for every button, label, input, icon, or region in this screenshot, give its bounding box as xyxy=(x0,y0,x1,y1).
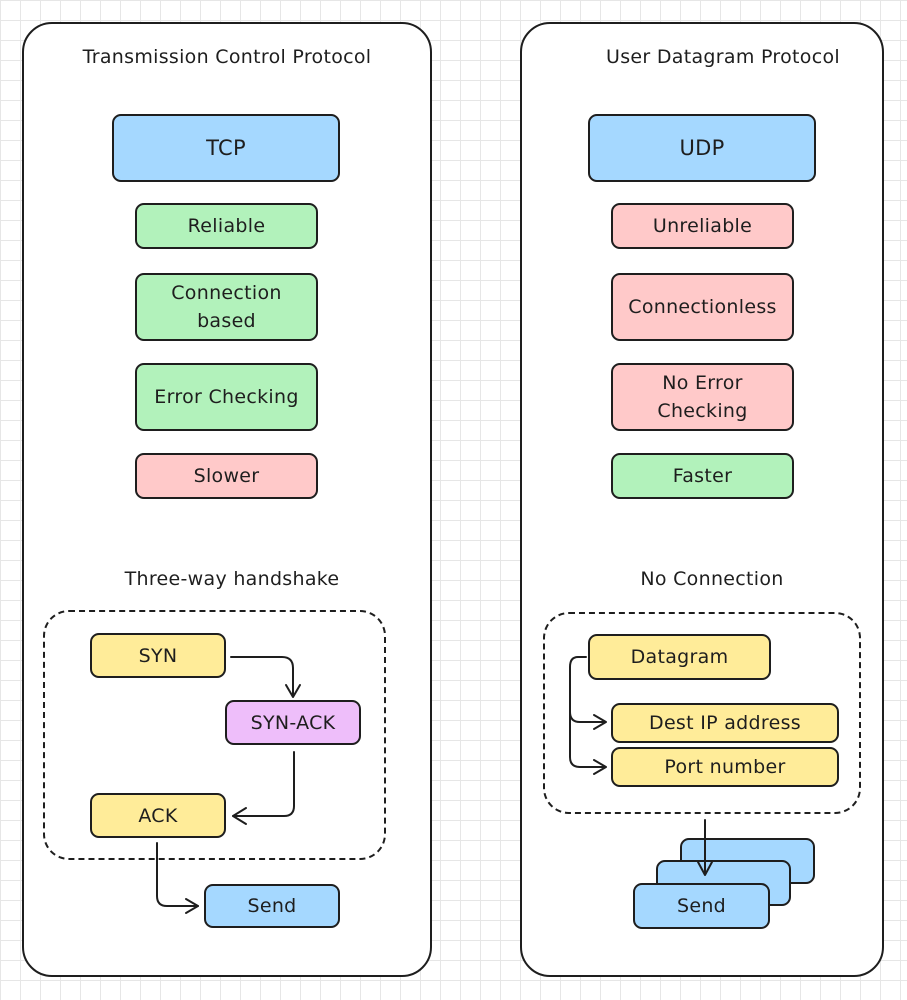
udp-section-title: No Connection xyxy=(640,568,784,590)
ack-box: ACK xyxy=(90,793,226,838)
tcp-title: Transmission Control Protocol xyxy=(82,46,372,68)
dest-ip-box: Dest IP address xyxy=(611,703,839,743)
tcp-send-box: Send xyxy=(204,884,340,928)
datagram-box: Datagram xyxy=(588,634,771,680)
port-number-box: Port number xyxy=(611,747,839,787)
tcp-header-box: TCP xyxy=(112,114,340,182)
tcp-feature-error-checking: Error Checking xyxy=(135,363,318,431)
syn-ack-box: SYN-ACK xyxy=(225,700,361,745)
tcp-feature-connection-based: Connection based xyxy=(135,273,318,341)
udp-feature-connectionless: Connectionless xyxy=(611,273,794,341)
tcp-section-title: Three-way handshake xyxy=(124,568,340,590)
udp-feature-no-error-checking: No Error Checking xyxy=(611,363,794,431)
udp-header-box: UDP xyxy=(588,114,816,182)
datagram-container xyxy=(543,612,861,814)
tcp-feature-slower: Slower xyxy=(135,453,318,499)
udp-feature-unreliable: Unreliable xyxy=(611,203,794,249)
tcp-feature-reliable: Reliable xyxy=(135,203,318,249)
udp-title: User Datagram Protocol xyxy=(606,46,840,68)
handshake-container xyxy=(43,610,386,860)
syn-box: SYN xyxy=(90,633,226,678)
udp-feature-faster: Faster xyxy=(611,453,794,499)
udp-send-box: Send xyxy=(633,883,770,929)
